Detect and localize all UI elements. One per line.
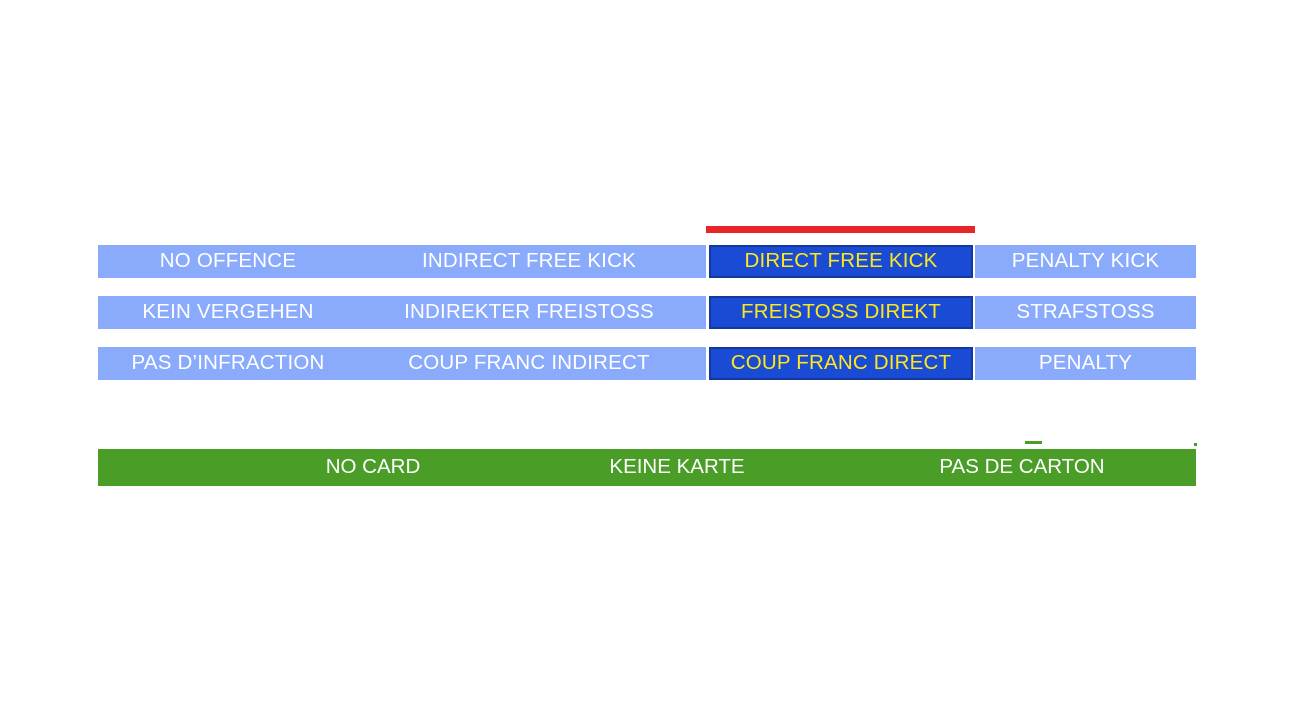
card-label-german: KEINE KARTE — [609, 455, 745, 479]
green-dash-marker — [1025, 441, 1042, 444]
cell-no-offence-french: PAS D’INFRACTION — [131, 351, 325, 375]
cell-no-offence-english: NO OFFENCE — [159, 249, 297, 273]
cell-penalty-kick-german[interactable]: STRAFSTOSS — [975, 296, 1196, 329]
cell-penalty-kick-english-label: PENALTY KICK — [1011, 249, 1160, 273]
card-label-english: NO CARD — [325, 455, 421, 479]
cell-group-no-offence-indirect-french[interactable]: PAS D’INFRACTION COUP FRANC INDIRECT — [98, 347, 706, 380]
cell-direct-free-kick-french[interactable]: COUP FRANC DIRECT — [709, 347, 973, 380]
cell-direct-free-kick-german-label: FREISTOSS DIREKT — [741, 300, 941, 324]
cell-direct-free-kick-french-label: COUP FRANC DIRECT — [730, 351, 952, 375]
cell-direct-free-kick-english[interactable]: DIRECT FREE KICK — [709, 245, 973, 278]
cell-indirect-free-kick-french: COUP FRANC INDIRECT — [408, 351, 650, 375]
card-label-french: PAS DE CARTON — [939, 455, 1105, 479]
decision-matrix: NO OFFENCE INDIRECT FREE KICK DIRECT FRE… — [98, 226, 1196, 380]
cell-no-offence-german: KEIN VERGEHEN — [142, 300, 314, 324]
cell-penalty-kick-french-label: PENALTY — [1038, 351, 1133, 375]
matrix-row-german: KEIN VERGEHEN INDIREKTER FREISTOSS FREIS… — [98, 296, 1196, 329]
cell-indirect-free-kick-german: INDIREKTER FREISTOSS — [404, 300, 654, 324]
cell-group-no-offence-indirect-german[interactable]: KEIN VERGEHEN INDIREKTER FREISTOSS — [98, 296, 706, 329]
cell-group-no-offence-indirect-english[interactable]: NO OFFENCE INDIRECT FREE KICK — [98, 245, 706, 278]
cell-direct-free-kick-german[interactable]: FREISTOSS DIREKT — [709, 296, 973, 329]
cell-penalty-kick-german-label: STRAFSTOSS — [1016, 300, 1155, 324]
cell-direct-free-kick-english-label: DIRECT FREE KICK — [744, 249, 938, 273]
card-bar[interactable]: NO CARD KEINE KARTE PAS DE CARTON — [98, 449, 1196, 486]
cell-indirect-free-kick-english: INDIRECT FREE KICK — [422, 249, 636, 273]
matrix-row-english: NO OFFENCE INDIRECT FREE KICK DIRECT FRE… — [98, 245, 1196, 278]
green-dot-marker — [1194, 443, 1197, 446]
matrix-row-french: PAS D’INFRACTION COUP FRANC INDIRECT COU… — [98, 347, 1196, 380]
red-selection-marker — [706, 226, 975, 233]
cell-penalty-kick-french[interactable]: PENALTY — [975, 347, 1196, 380]
cell-penalty-kick-english[interactable]: PENALTY KICK — [975, 245, 1196, 278]
